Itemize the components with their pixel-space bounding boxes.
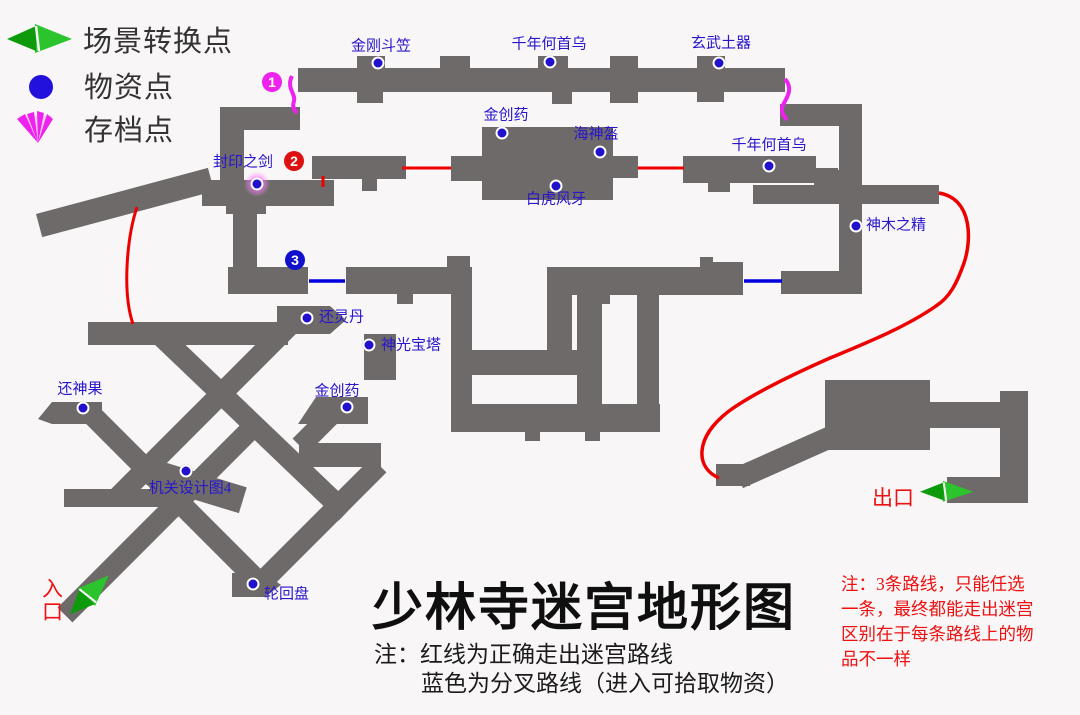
note-line-2: 蓝色为分叉路线（进入可拾取物资）	[421, 670, 789, 696]
item-label: 封印之剑	[212, 154, 274, 171]
item-label: 金创药	[483, 107, 529, 124]
supply-dot	[495, 126, 509, 140]
route-lines	[125, 75, 971, 480]
exit-arrow-icon	[919, 480, 974, 502]
side-note-line: 品不一样	[841, 649, 911, 669]
item-label: 轮回盘	[264, 586, 310, 603]
side-note-line: 区别在于每条路线上的物	[841, 624, 1034, 644]
supply-dot	[593, 145, 607, 159]
item-label: 玄武土器	[690, 35, 752, 52]
entrance-label: 入口	[42, 577, 63, 624]
route-badge-1: 1	[262, 72, 282, 92]
item-label: 神光宝塔	[381, 337, 442, 354]
item-label: 金创药	[314, 383, 360, 400]
scene-arrows	[7, 24, 974, 615]
supply-dot-sealed-sword	[250, 177, 264, 191]
legend-scene-transition-label: 场景转换点	[83, 26, 234, 58]
exit-label: 出口	[872, 486, 914, 510]
item-label: 千年何首乌	[511, 36, 587, 53]
supply-dot	[362, 338, 376, 352]
route-badge-3: 3	[285, 250, 305, 270]
legend-supply-point-icon	[29, 75, 53, 99]
item-label: 还灵丹	[319, 309, 365, 326]
entrance-arrow-icon	[69, 575, 109, 615]
item-label: 海神盔	[573, 126, 619, 143]
supply-dot	[712, 56, 726, 70]
supply-dot	[543, 55, 557, 69]
save-point-magenta-paths	[288, 75, 792, 122]
note-line-1: 注：红线为正确走出迷宫路线	[374, 641, 673, 667]
item-label: 金刚斗笠	[350, 38, 412, 55]
side-note-line: 一条，最终都能走出迷宫	[841, 599, 1034, 619]
legend-save-point-label: 存档点	[84, 115, 175, 147]
side-note-line: 注：3条路线，只能任选	[841, 574, 1025, 594]
supply-dot	[246, 577, 260, 591]
route-badge-2: 2	[284, 151, 304, 171]
supply-dot	[76, 401, 90, 415]
correct-route-red-lines	[125, 166, 971, 480]
supply-dot	[179, 464, 193, 478]
supply-dot	[549, 179, 563, 193]
supply-dot	[371, 56, 385, 70]
item-label: 机关设计图4	[148, 480, 232, 497]
item-label: 还神果	[57, 381, 103, 398]
item-label: 千年何首乌	[731, 137, 807, 154]
map-title: 少林寺迷宫地形图	[372, 579, 797, 636]
legend-supply-point-label: 物资点	[84, 72, 175, 104]
supply-dot	[762, 159, 776, 173]
legend-save-point-icon	[17, 111, 53, 143]
item-label: 白虎风牙	[525, 191, 587, 208]
legend-scene-arrow-icon	[7, 24, 72, 53]
supply-dot	[300, 311, 314, 325]
side-note: 注：3条路线，只能任选 一条，最终都能走出迷宫 区别在于每条路线上的物 品不一样	[841, 572, 1061, 672]
supply-dot	[340, 400, 354, 414]
item-label: 神木之精	[866, 217, 927, 234]
supply-dot	[849, 219, 863, 233]
